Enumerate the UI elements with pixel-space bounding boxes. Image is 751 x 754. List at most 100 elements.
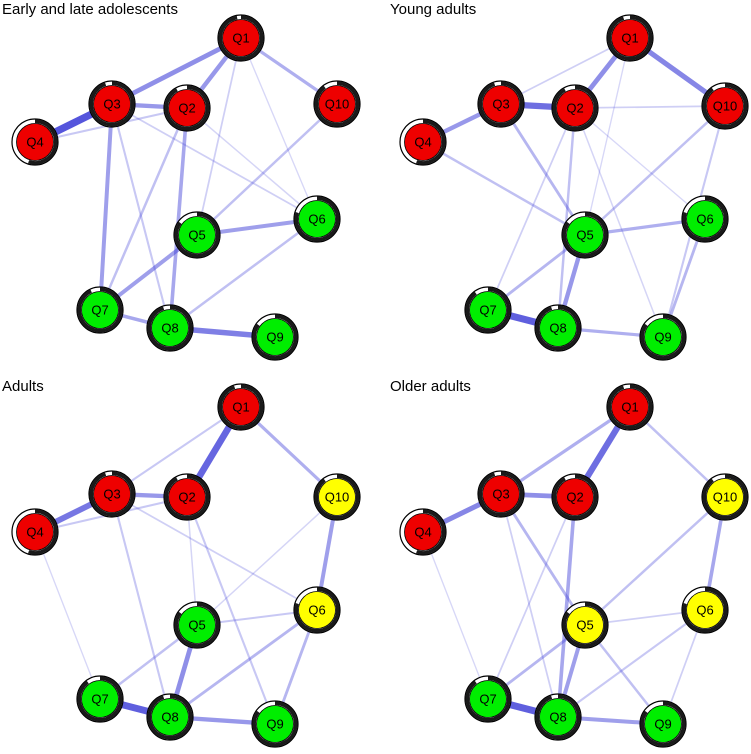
- node-q10: Q10: [701, 82, 749, 130]
- edges: [32, 403, 339, 727]
- node-fill: [178, 606, 216, 644]
- node-q1: Q1: [606, 383, 654, 431]
- node-pie-arc: [640, 701, 686, 747]
- edge-Q2-Q10: [574, 105, 726, 109]
- node-q8: Q8: [534, 693, 582, 741]
- edge-Q3-Q1: [499, 405, 632, 496]
- node-label: Q7: [91, 692, 108, 707]
- edge-Q2-Q8: [168, 106, 189, 330]
- node-fill: [539, 698, 577, 736]
- node-q10: Q10: [313, 80, 361, 128]
- node-pie-arc: [218, 384, 264, 430]
- node-label: Q2: [178, 101, 195, 116]
- edge-Q10-Q5: [195, 102, 339, 237]
- node-pie-arc: [77, 287, 123, 333]
- node-q8: Q8: [534, 304, 582, 352]
- node-label: Q1: [621, 400, 638, 415]
- edges: [31, 35, 339, 340]
- edge-Q3-Q5: [499, 492, 587, 627]
- node-fill: [256, 318, 294, 356]
- node-pie-arc: [552, 85, 598, 131]
- edge-Q1-Q5: [584, 37, 631, 236]
- node-q5: Q5: [561, 211, 609, 259]
- node-q9: Q9: [251, 313, 299, 361]
- node-pie-arc: [89, 471, 135, 517]
- node-pie-arc: [562, 212, 608, 258]
- edge-Q3-Q5: [499, 102, 587, 237]
- node-label: Q6: [696, 212, 713, 227]
- edge-Q2-Q8: [556, 495, 577, 719]
- node-q2: Q2: [551, 84, 599, 132]
- node-pie-arc: [174, 212, 220, 258]
- node-pie-arc: [314, 474, 360, 520]
- edge-Q10-Q5: [583, 495, 727, 627]
- node-q1: Q1: [217, 383, 265, 431]
- node-q6: Q6: [681, 586, 729, 634]
- edge-Q3-Q1: [109, 35, 244, 107]
- edge-Q4-Q5: [421, 140, 587, 237]
- node-fill: [318, 478, 356, 516]
- node-fill: [151, 309, 189, 347]
- edge-Q10-Q5: [583, 104, 727, 237]
- node-label: Q8: [549, 321, 566, 336]
- node-q4: Q4: [399, 118, 447, 166]
- node-pie-arc: [702, 474, 748, 520]
- node-label: Q5: [188, 228, 205, 243]
- node-fill: [404, 513, 442, 551]
- node-label: Q3: [492, 97, 509, 112]
- node-fill: [556, 89, 594, 127]
- node-label: Q6: [696, 603, 713, 618]
- node-q1: Q1: [606, 14, 654, 62]
- edge-Q2-Q7: [487, 496, 576, 700]
- node-fill: [256, 705, 294, 743]
- edge-Q2-Q7: [487, 107, 576, 311]
- node-pie-arc: [77, 676, 123, 722]
- node-fill: [482, 475, 520, 513]
- edge-Q3-Q6: [111, 493, 318, 611]
- node-pie-arc: [314, 81, 360, 127]
- node-fill: [469, 291, 507, 329]
- node-pie-arc: [535, 305, 581, 351]
- edge-Q6-Q8: [168, 217, 319, 330]
- node-fill: [539, 309, 577, 347]
- edge-Q3-Q8: [500, 493, 559, 718]
- edge-Q3-Q8: [110, 102, 172, 330]
- edge-Q2-Q9: [185, 495, 277, 726]
- node-label: Q9: [654, 330, 671, 345]
- node-pie-arc: [164, 85, 210, 131]
- node-pie-arc: [465, 287, 511, 333]
- node-pie-arc: [416, 119, 446, 165]
- node-label: Q2: [566, 490, 583, 505]
- node-fill: [318, 85, 356, 123]
- node-fill: [81, 291, 119, 329]
- node-label: Q8: [549, 710, 566, 725]
- panel-title: Early and late adolescents: [2, 1, 178, 18]
- node-pie-arc: [607, 15, 653, 61]
- node-q10: Q10: [313, 473, 361, 521]
- node-pie-arc: [607, 384, 653, 430]
- node-fill: [469, 680, 507, 718]
- node-label: Q6: [308, 603, 325, 618]
- node-pie-arc: [174, 602, 220, 648]
- node-fill: [644, 705, 682, 743]
- node-q2: Q2: [163, 84, 211, 132]
- edge-Q2-Q6: [186, 107, 318, 220]
- node-label: Q10: [325, 97, 350, 112]
- node-fill: [16, 123, 54, 161]
- node-q4: Q4: [11, 118, 59, 166]
- node-label: Q5: [188, 618, 205, 633]
- node-fill: [168, 89, 206, 127]
- node-label: Q7: [91, 303, 108, 318]
- node-pie-arc: [478, 81, 524, 127]
- edge-Q1-Q5: [196, 37, 242, 236]
- node-pie-arc: [294, 587, 340, 633]
- node-label: Q10: [713, 99, 738, 114]
- node-fill: [611, 19, 649, 57]
- node-q2: Q2: [163, 473, 211, 521]
- node-pie-arc: [535, 694, 581, 740]
